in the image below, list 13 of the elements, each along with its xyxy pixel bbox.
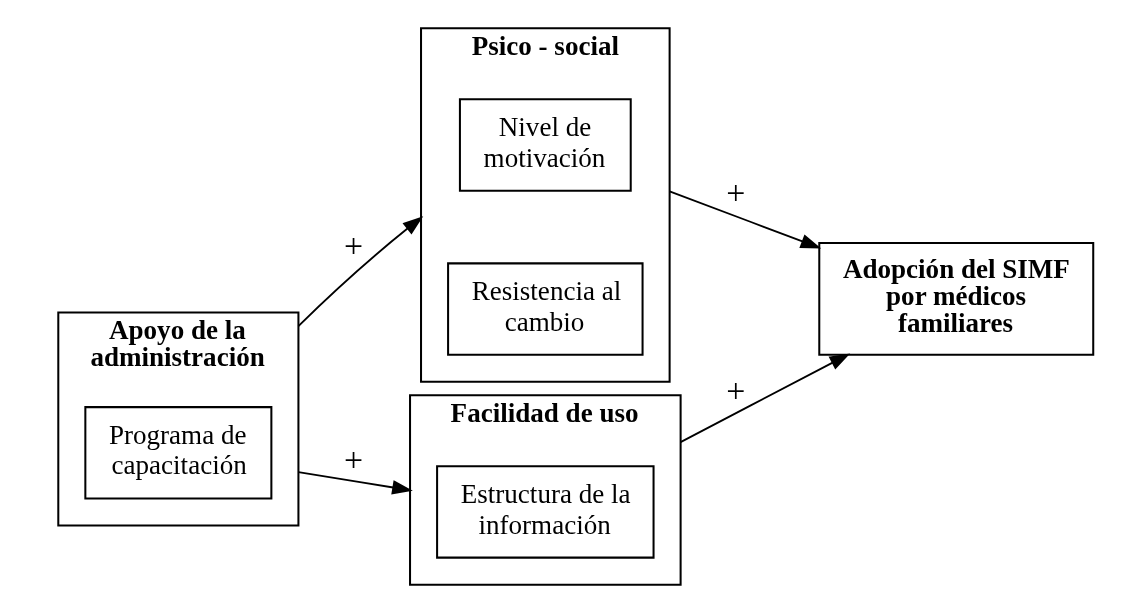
arrow <box>297 471 413 495</box>
node-box: Estructura de la información <box>436 465 655 559</box>
edge-label: + <box>726 372 746 410</box>
node-box: Programa de capacitación <box>84 406 273 500</box>
arrow <box>668 190 822 249</box>
edge-label: + <box>344 441 364 479</box>
node-box: Adopción del SIMF por médicos familiares <box>818 242 1095 356</box>
arrow <box>297 216 424 327</box>
node-box: Resistencia al cambio <box>447 262 644 356</box>
arrow <box>679 353 851 444</box>
node-box: Nivel de motivación <box>458 98 632 192</box>
edge-label: + <box>344 226 364 264</box>
edge-label: + <box>726 174 746 212</box>
